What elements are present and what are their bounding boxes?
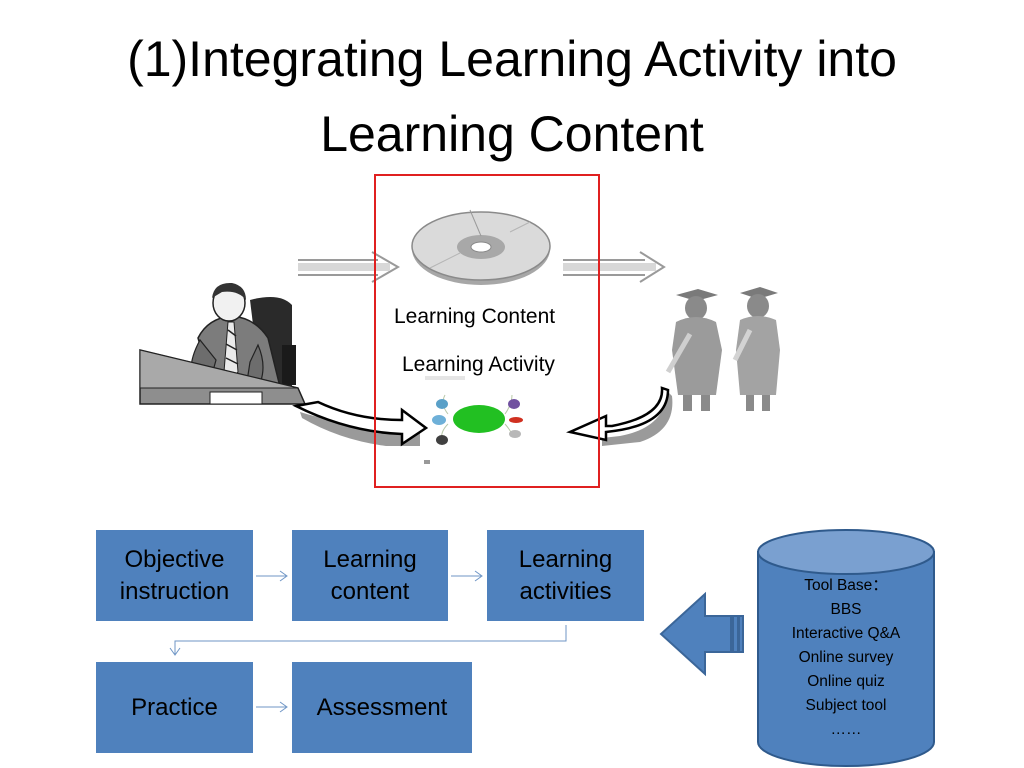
title-line-1: (1)Integrating Learning Activity into: [127, 31, 897, 87]
practice-box: Practice: [96, 662, 253, 753]
learning-activity-label: Learning Activity: [402, 353, 555, 376]
graduates-figure: [665, 287, 780, 411]
curved-arrow-right: [566, 386, 673, 446]
learning-content-box: Learning content: [292, 530, 448, 621]
toolbase-item: BBS: [830, 601, 862, 618]
slide-title: (1)Integrating Learning Activity into Le…: [0, 22, 1024, 172]
toolbase-item: Online quiz: [807, 673, 885, 690]
toolbase-item: Interactive Q&A: [791, 625, 901, 642]
flow-connectors: [169, 570, 567, 713]
assessment-box: Assessment: [292, 662, 472, 753]
teacher-figure: [139, 282, 307, 405]
toolbase-cylinder: [757, 529, 935, 767]
block-arrow-left: [659, 591, 744, 677]
double-arrow-right: [563, 251, 666, 283]
curved-arrow-left: [292, 400, 429, 447]
toolbase-item: ……: [830, 721, 862, 738]
learning-content-label: Learning Content: [394, 305, 556, 328]
toolbase-item: Online survey: [798, 649, 894, 666]
objective-instruction-box: Objective instruction: [96, 530, 253, 621]
title-line-2: Learning Content: [320, 106, 704, 162]
disc-icon: [411, 209, 551, 285]
activity-map-graphic: [424, 376, 523, 464]
toolbase-item: Subject tool: [805, 697, 887, 714]
content-activity-panel: [374, 174, 600, 488]
toolbase-item: Tool Base：: [804, 577, 888, 594]
toolbase-list: Tool Base： BBS Interactive Q&A Online su…: [758, 574, 934, 742]
learning-activities-box: Learning activities: [487, 530, 644, 621]
